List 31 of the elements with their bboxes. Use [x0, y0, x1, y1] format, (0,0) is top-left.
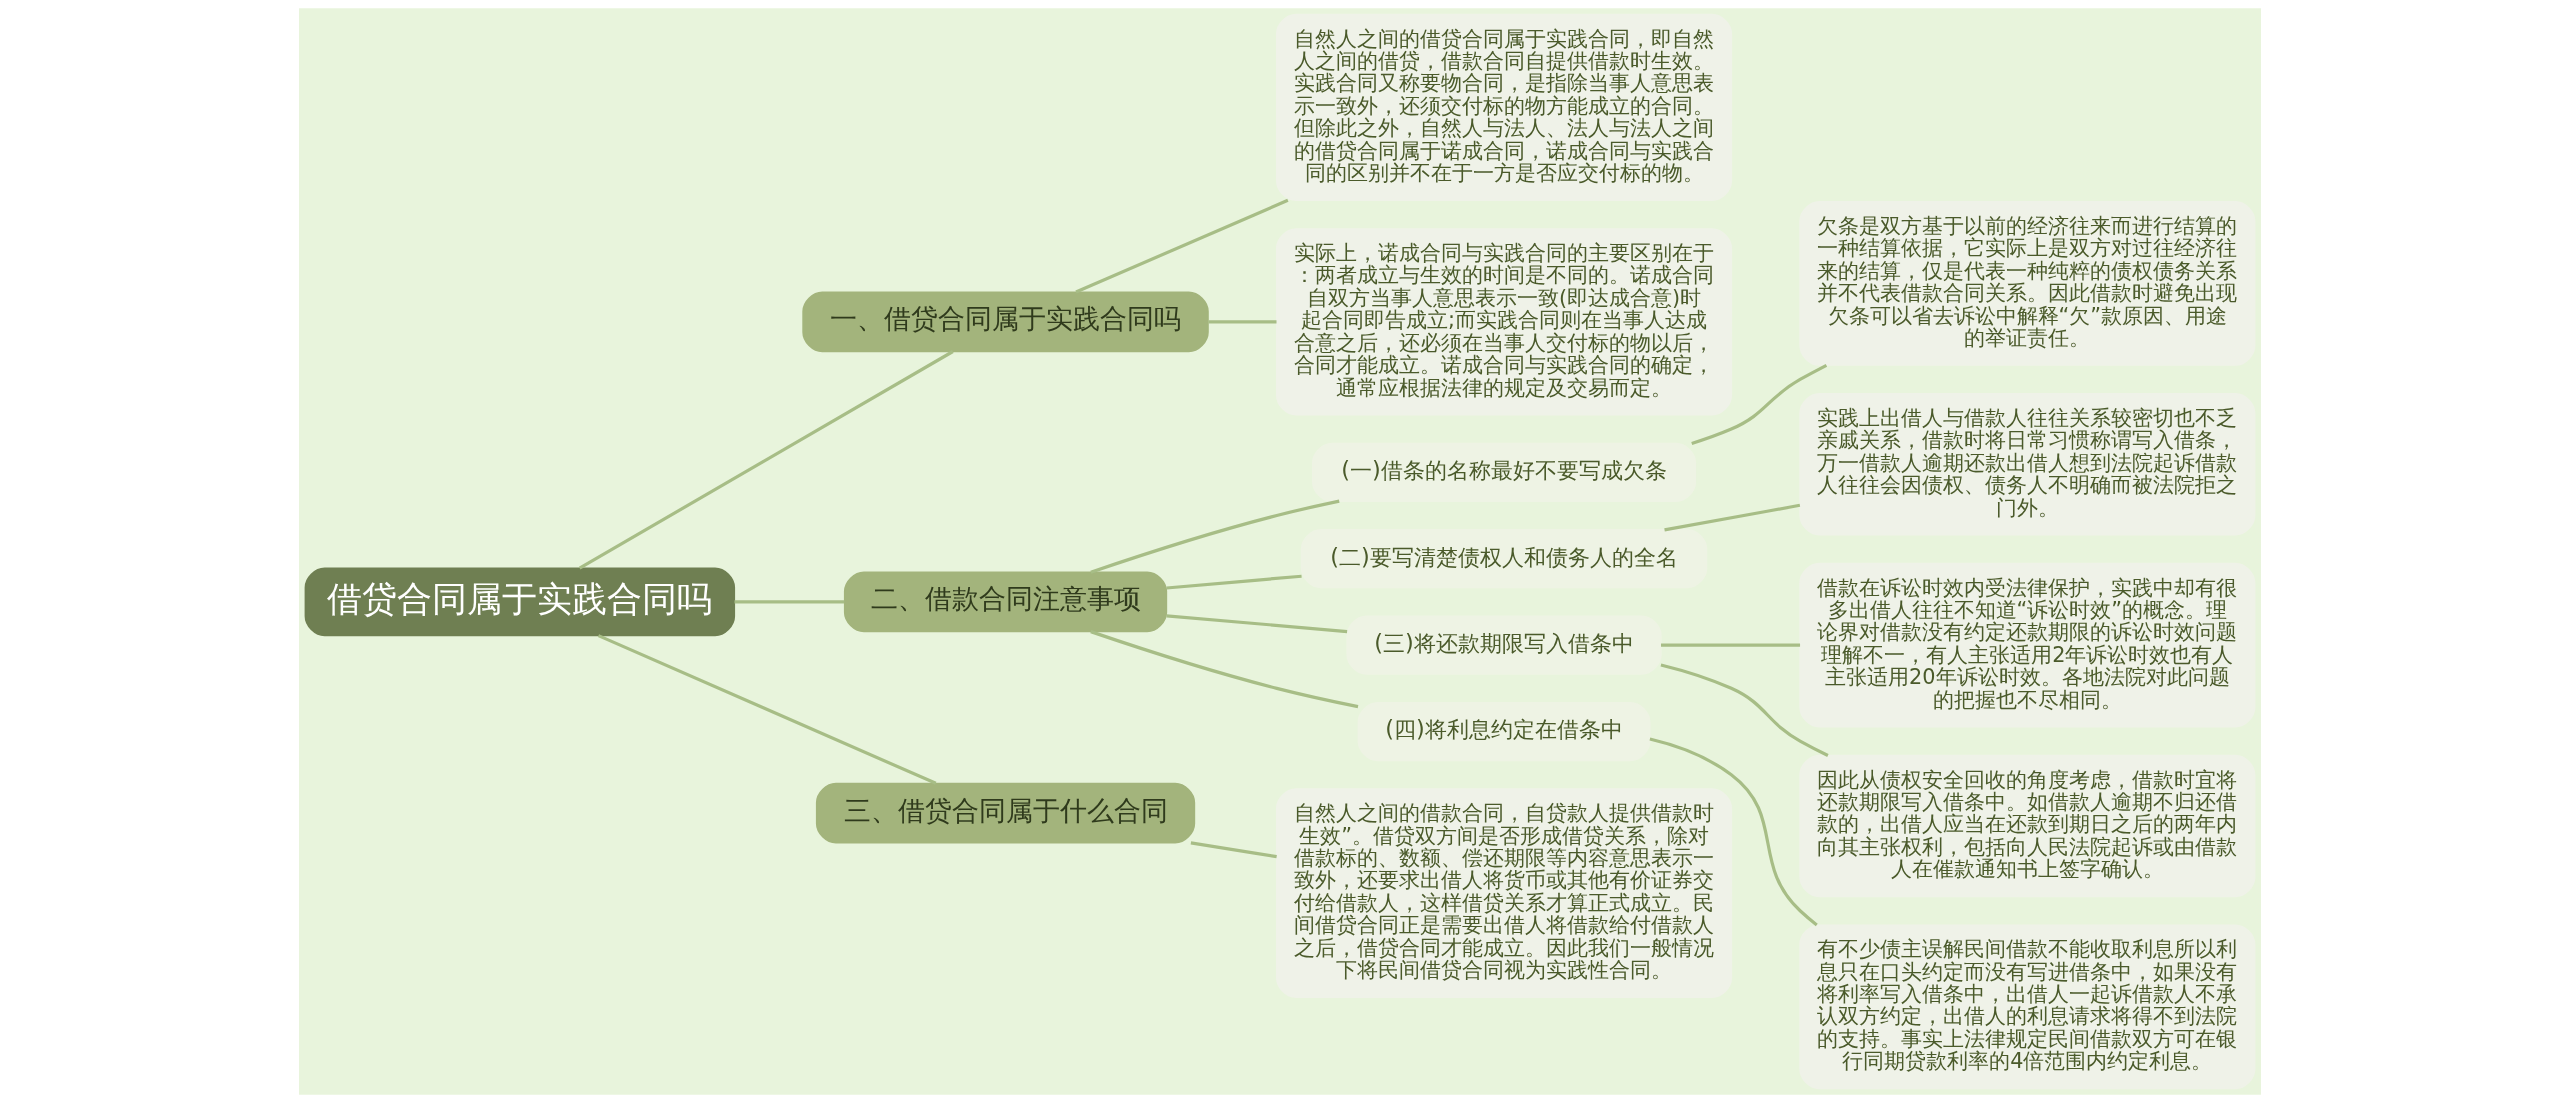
node-box: (二)要写清楚债权人和债务人的全名 [1300, 529, 1708, 589]
connector [1090, 499, 1340, 574]
node-box: 借贷合同属于实践合同吗 [304, 567, 736, 637]
connector [1649, 737, 1818, 927]
connector [1166, 614, 1348, 634]
connector [578, 350, 954, 570]
connector [1664, 503, 1801, 532]
node-box: 实际上，诺成合同与实践合同的主要区别在于：两者成立与生效的时间是不同的。诺成合同自双方当事人意思表示一致(即达成合意)时起合同即告成立;而实践合同则在当事人达成合意之后，还必须在当事人交付标的物以后，合同才能成立。诺成合同与实践合同的确定，通常应根据法律的规定及交易而定。 [1276, 228, 1733, 416]
node-box: 欠条是双方基于以前的经济往来而进行结算的一种结算依据，它实际上是双方对过往经济往来的结算，仅是代表一种纯粹的债权债务关系并不代表借款合同关系。因此借款时避免出现欠条可以省去诉讼中解释“欠”款原因、用途的举证责任。 [1799, 201, 2256, 366]
node-box: (三)将还款期限写入借条中 [1346, 615, 1662, 675]
node-box: 三、借贷合同属于什么合同 [815, 782, 1196, 844]
connector [1691, 363, 1828, 445]
node-box: (一)借条的名称最好不要写成欠条 [1312, 442, 1697, 502]
node-box: (四)将利息约定在借条中 [1357, 701, 1651, 762]
node-box: 一、借贷合同属于实践合同吗 [802, 291, 1209, 353]
connector [1166, 574, 1302, 590]
connector [1190, 841, 1277, 859]
node-box: 借款在诉讼时效内受法律保护，实践中却有很多出借人往往不知道“诉讼时效”的概念。理论界对借款没有约定还款期限的诉讼时效问题理解不一，有人主张适用2年诉讼时效也有人主张适用20年诉讼时效。各地法院对此问题的把握也不尽相同。 [1799, 562, 2256, 728]
connector [1660, 663, 1829, 757]
connector [1208, 320, 1277, 324]
node-box: 因此从债权安全回收的角度考虑，借款时宜将还款期限写入借条中。如借款人逾期不归还借款的，出借人应当在还款到期日之后的两年内向其主张权利，包括向人民法院起诉或由借款人在催款通知书上签字确认。 [1799, 754, 2256, 898]
connector [597, 634, 937, 785]
connector [1075, 198, 1289, 294]
node-box: 有不少债主误解民间借款不能收取利息所以利息只在口头约定而没有写进借条中，如果没有将利率写入借条中，出借人一起诉借款人不承认双方约定，出借人的利息请求将得不到法院的支持。事实上法律规定民间借款双方可在银行同期贷款利率的4倍范围内约定利息。 [1799, 924, 2256, 1090]
connector [1090, 630, 1359, 709]
connector [734, 600, 845, 604]
node-box: 自然人之间的借贷合同属于实践合同，即自然人之间的借贷，借款合同自提供借款时生效。实践合同又称要物合同，是指除当事人意思表示一致外，还须交付标的物方能成立的合同。但除此之外，自然人与法人、法人与法人之间的借贷合同属于诺成合同，诺成合同与实践合同的区别并不在于一方是否应交付标的物。 [1276, 13, 1733, 202]
connector [1661, 643, 1801, 647]
node-box: 自然人之间的借款合同，自贷款人提供借款时生效”。借贷双方间是否形成借贷关系，除对借款标的、数额、偿还期限等内容意思表示一致外，还要求出借人将货币或其他有价证券交付给借款人，这样借贷关系才算正式成立。民间借贷合同正是需要出借人将借款给付借款人之后，借贷合同才能成立。因此我们一般情况下将民间借贷合同视为实践性合同。 [1276, 788, 1733, 998]
node-box: 实践上出借人与借款人往往关系较密切也不乏亲戚关系，借款时将日常习惯称谓写入借条，万一借款人逾期还款出借人想到法院起诉借款人往往会因债权、债务人不明确而被法院拒之门外。 [1799, 393, 2256, 536]
node-box: 二、借款合同注意事项 [843, 571, 1168, 633]
